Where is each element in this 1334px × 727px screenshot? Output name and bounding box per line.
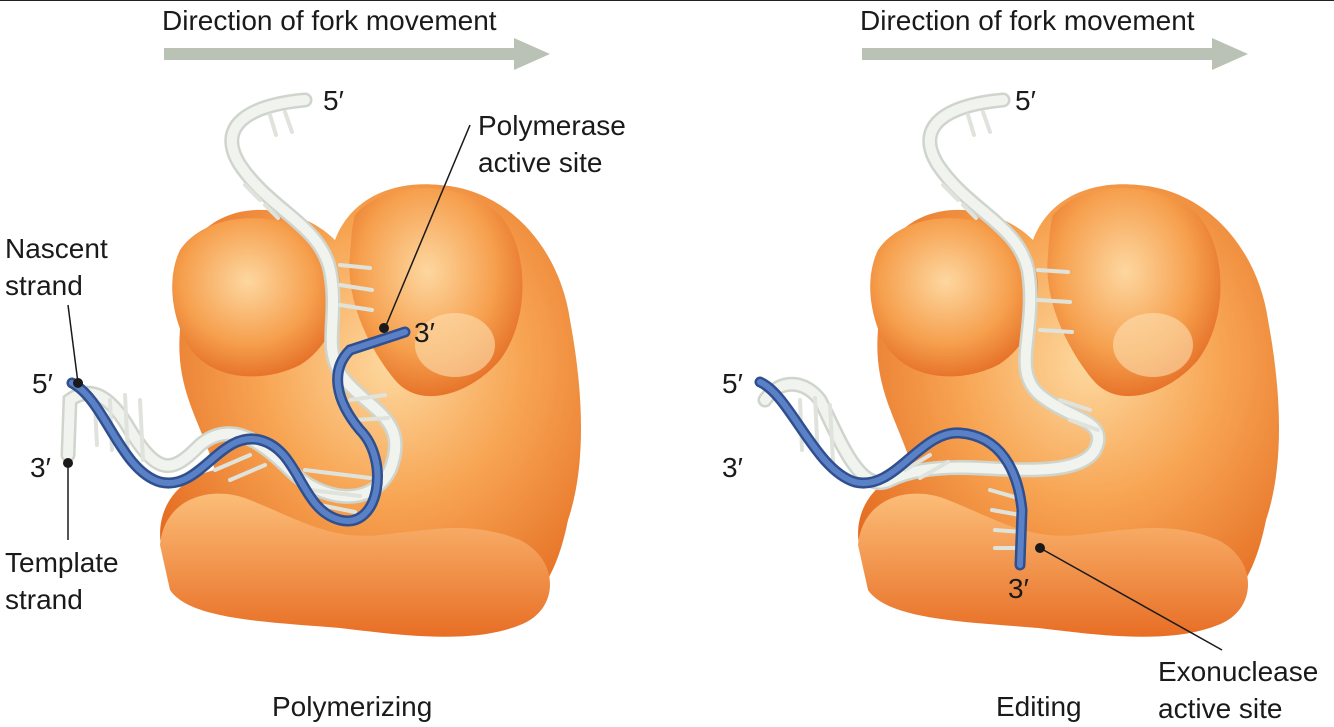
nascent-five-prime: 5′ bbox=[32, 368, 53, 399]
template-three-prime: 3′ bbox=[30, 452, 51, 483]
template-strand bbox=[60, 92, 403, 514]
panel-polymerizing: Direction of fork movement bbox=[5, 5, 626, 722]
template-strand bbox=[757, 92, 1106, 550]
template-label-line1: Template bbox=[5, 547, 119, 578]
nascent-leader-line bbox=[67, 304, 79, 384]
polymerase-site-dot bbox=[379, 323, 389, 333]
exonuclease-label-line1: Exonuclease bbox=[1158, 656, 1318, 687]
nascent-five-prime: 5′ bbox=[722, 368, 743, 399]
direction-arrow bbox=[862, 38, 1248, 70]
panel-editing: Direction of fork movement bbox=[722, 5, 1318, 724]
polymerase-leader-line bbox=[384, 124, 471, 329]
template-five-prime: 5′ bbox=[323, 85, 344, 116]
template-five-prime: 5′ bbox=[1015, 85, 1036, 116]
nascent-label-line1: Nascent bbox=[5, 233, 108, 264]
nascent-three-prime: 3′ bbox=[414, 317, 435, 348]
nascent-three-prime: 3′ bbox=[1008, 573, 1029, 604]
direction-label: Direction of fork movement bbox=[860, 5, 1195, 36]
exonuclease-leader-line bbox=[1039, 547, 1223, 651]
polymerase-label-line1: Polymerase bbox=[478, 110, 626, 141]
top-border bbox=[0, 0, 1334, 1]
direction-label: Direction of fork movement bbox=[162, 5, 497, 36]
exonuclease-label-line2: active site bbox=[1158, 693, 1283, 724]
nascent-strand bbox=[66, 326, 411, 527]
nascent-label-line2: strand bbox=[5, 270, 83, 301]
caption-polymerizing: Polymerizing bbox=[272, 691, 432, 722]
nascent-dot bbox=[73, 378, 83, 388]
polymerase-label-line2: active site bbox=[478, 147, 603, 178]
template-three-prime: 3′ bbox=[722, 452, 743, 483]
direction-arrow bbox=[164, 38, 550, 70]
template-label-line2: strand bbox=[5, 584, 83, 615]
caption-editing: Editing bbox=[996, 691, 1082, 722]
nascent-strand bbox=[754, 376, 1028, 571]
